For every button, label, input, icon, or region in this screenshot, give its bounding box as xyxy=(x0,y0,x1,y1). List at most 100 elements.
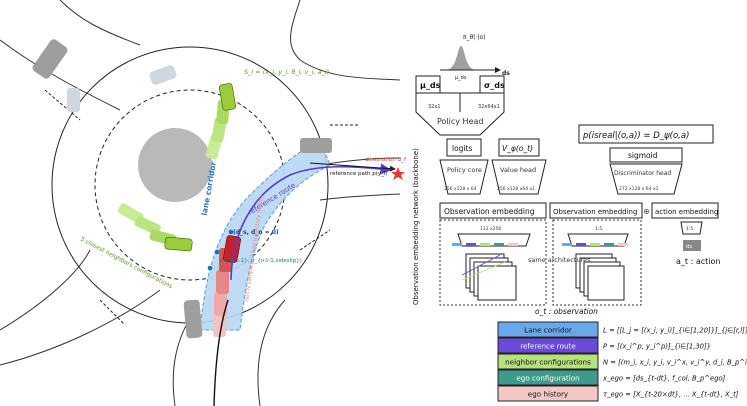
legend-swatch xyxy=(497,385,599,402)
disc-head-dims: 272 x128 x 64 x1 xyxy=(619,186,659,192)
road-edge xyxy=(0,249,91,331)
reference-path-line xyxy=(309,162,396,172)
ego-position-label: (d_s, d_n = 0) xyxy=(233,229,279,236)
neighbors-note: 5 closest neighbors configurations xyxy=(79,236,173,291)
disc-formula: p(isreal|(o,a)) = D_ψ(o,a) xyxy=(582,131,689,141)
roundabout-scene: S_i = (x_i, y_i, θ_i, v_i, a_i) lane cor… xyxy=(0,0,407,406)
legend-formula: L = [[L_j = [(x_i, y_i)]_{i∈[1,20]}]_{j∈… xyxy=(603,327,747,335)
sigmoid-label: sigmoid xyxy=(628,151,658,160)
concat-symbol: ⊕ xyxy=(643,207,650,216)
value-head-label: Value head xyxy=(500,166,536,174)
yield-line xyxy=(299,229,331,251)
legend-formula: P = [(x_i^p, y_i^p)]_{i∈[1,30]} xyxy=(603,343,711,351)
neighbor-vehicle-top xyxy=(205,83,236,160)
neighbor-state-formula: S_i = (x_i, y_i, θ_i, v_i, a_i) xyxy=(244,68,329,76)
legend-label: ego configuration xyxy=(516,374,579,383)
action-funnel-dims: 1:5 xyxy=(686,226,693,232)
obs-embedding-left-label: Observation embedding xyxy=(444,207,535,216)
legend-label: Lane corridor xyxy=(524,326,572,335)
disc-head-shape xyxy=(609,163,683,195)
legend-swatch xyxy=(497,321,599,338)
policy-distribution-curve xyxy=(445,46,477,70)
value-box-label: V_φ(o_t) xyxy=(502,144,533,153)
mu-axis-label: μ_ds xyxy=(455,75,467,81)
backbone-left-input-strip xyxy=(452,243,518,246)
action-ds-box xyxy=(683,240,701,251)
ego-prev-label: (d_{s,t-1}, d_{n,t-1,sideslip}) xyxy=(220,258,302,264)
legend-swatch xyxy=(497,337,599,354)
legend-label: ego history xyxy=(528,390,569,399)
ego-sample-point xyxy=(214,249,220,255)
obs-embedding-right-box[interactable] xyxy=(549,202,643,219)
policy-core-shape xyxy=(439,159,489,195)
road-edge xyxy=(0,289,161,366)
ego-driven-path xyxy=(213,299,229,406)
action-funnel xyxy=(680,221,703,235)
policy-core-label: Policy core xyxy=(447,166,482,174)
road-edge xyxy=(290,0,401,81)
destination-star xyxy=(391,167,405,180)
yield-line xyxy=(99,299,126,326)
destination-label: destination d_f xyxy=(365,157,407,163)
input-legend: Lane corridor L = [[L_j = [(x_i, y_i)]_{i… xyxy=(497,321,747,402)
policy-head-label: Policy Head xyxy=(437,117,483,126)
backbone-right-stack xyxy=(575,253,625,301)
ego-sample-point xyxy=(228,229,234,235)
backbone-left-region xyxy=(439,219,547,306)
legend-formula: τ_ego = [X_{t-20×dt}, ... X_{t-dt}, X_t] xyxy=(603,391,739,399)
disc-formula-box xyxy=(578,124,714,144)
sigmoid-box xyxy=(609,147,683,163)
value-box xyxy=(498,138,540,157)
legend-label: neighbor configurations xyxy=(505,358,591,367)
ego-history-trail xyxy=(213,248,232,337)
disc-head-label: Discriminator head xyxy=(614,170,671,177)
road-edge xyxy=(319,193,401,201)
backbone-label: Observation embedding network (backbone) xyxy=(412,148,420,305)
road-edge xyxy=(257,299,286,406)
dim-left: 32x1 xyxy=(428,104,441,110)
backbone-right-input-strip xyxy=(562,243,628,246)
legend-swatch xyxy=(497,353,599,370)
static-vehicle xyxy=(67,88,80,112)
central-island xyxy=(138,128,212,202)
network-diagram: π_θ(·|o) μ_ds ds μ_ds σ_ds 32x1 32x64x1 … xyxy=(412,34,747,402)
static-vehicle xyxy=(32,39,68,79)
backbone-left-dims: 112 x256 xyxy=(480,226,501,232)
ego-sample-point xyxy=(207,265,213,271)
legend-label: reference route xyxy=(520,342,576,351)
logits-box xyxy=(446,138,482,157)
policy-dist-label: π_θ(·|o) xyxy=(463,34,486,41)
action-embedding-box[interactable] xyxy=(651,202,719,219)
policy-head-shape xyxy=(415,92,505,136)
road-edge xyxy=(0,39,121,111)
road-edge xyxy=(59,0,141,46)
action-embedding-label: action embedding xyxy=(655,208,718,216)
backbone-left-stack xyxy=(461,253,517,301)
mu-box-label: μ_ds xyxy=(420,81,441,90)
yield-line xyxy=(44,89,81,121)
observation-label: o_t : observation xyxy=(535,307,598,316)
obs-embedding-right-label: Observation embedding xyxy=(553,208,637,216)
logits-label: logits xyxy=(452,144,472,153)
value-head-shape xyxy=(491,159,547,195)
static-vehicle xyxy=(300,138,332,153)
ds-axis-label: ds xyxy=(502,70,510,77)
action-ds-label: ds xyxy=(686,244,692,250)
static-vehicle xyxy=(149,65,177,85)
value-head-dims: 256 x128 x64 x1 xyxy=(497,186,535,192)
static-vehicle xyxy=(183,299,203,339)
legend-formula: N = [(m_i, x_i, y_i, v_i^x, v_i^y, d_i, … xyxy=(603,359,747,367)
sigma-box-label: σ_ds xyxy=(484,81,505,90)
reference-route-line xyxy=(230,163,392,281)
legend-formula: x_ego = [ds_{t-dt}, f_col, B_p^ego] xyxy=(602,375,726,383)
action-label: a_t : action xyxy=(676,257,720,266)
backbone-right-dims: 1:5 xyxy=(595,226,602,232)
dim-right: 32x64x1 xyxy=(478,104,500,110)
obs-embedding-left-box[interactable] xyxy=(439,202,547,219)
backbone-right-region xyxy=(552,219,642,306)
reference-path-label: reference path p(y_i) xyxy=(330,171,388,177)
same-arch-label: same architectures xyxy=(528,256,591,264)
legend-swatch xyxy=(497,369,599,386)
policy-core-dims: 256 x128 x 64 xyxy=(444,186,477,192)
neighbor-vehicle-left xyxy=(117,203,193,252)
